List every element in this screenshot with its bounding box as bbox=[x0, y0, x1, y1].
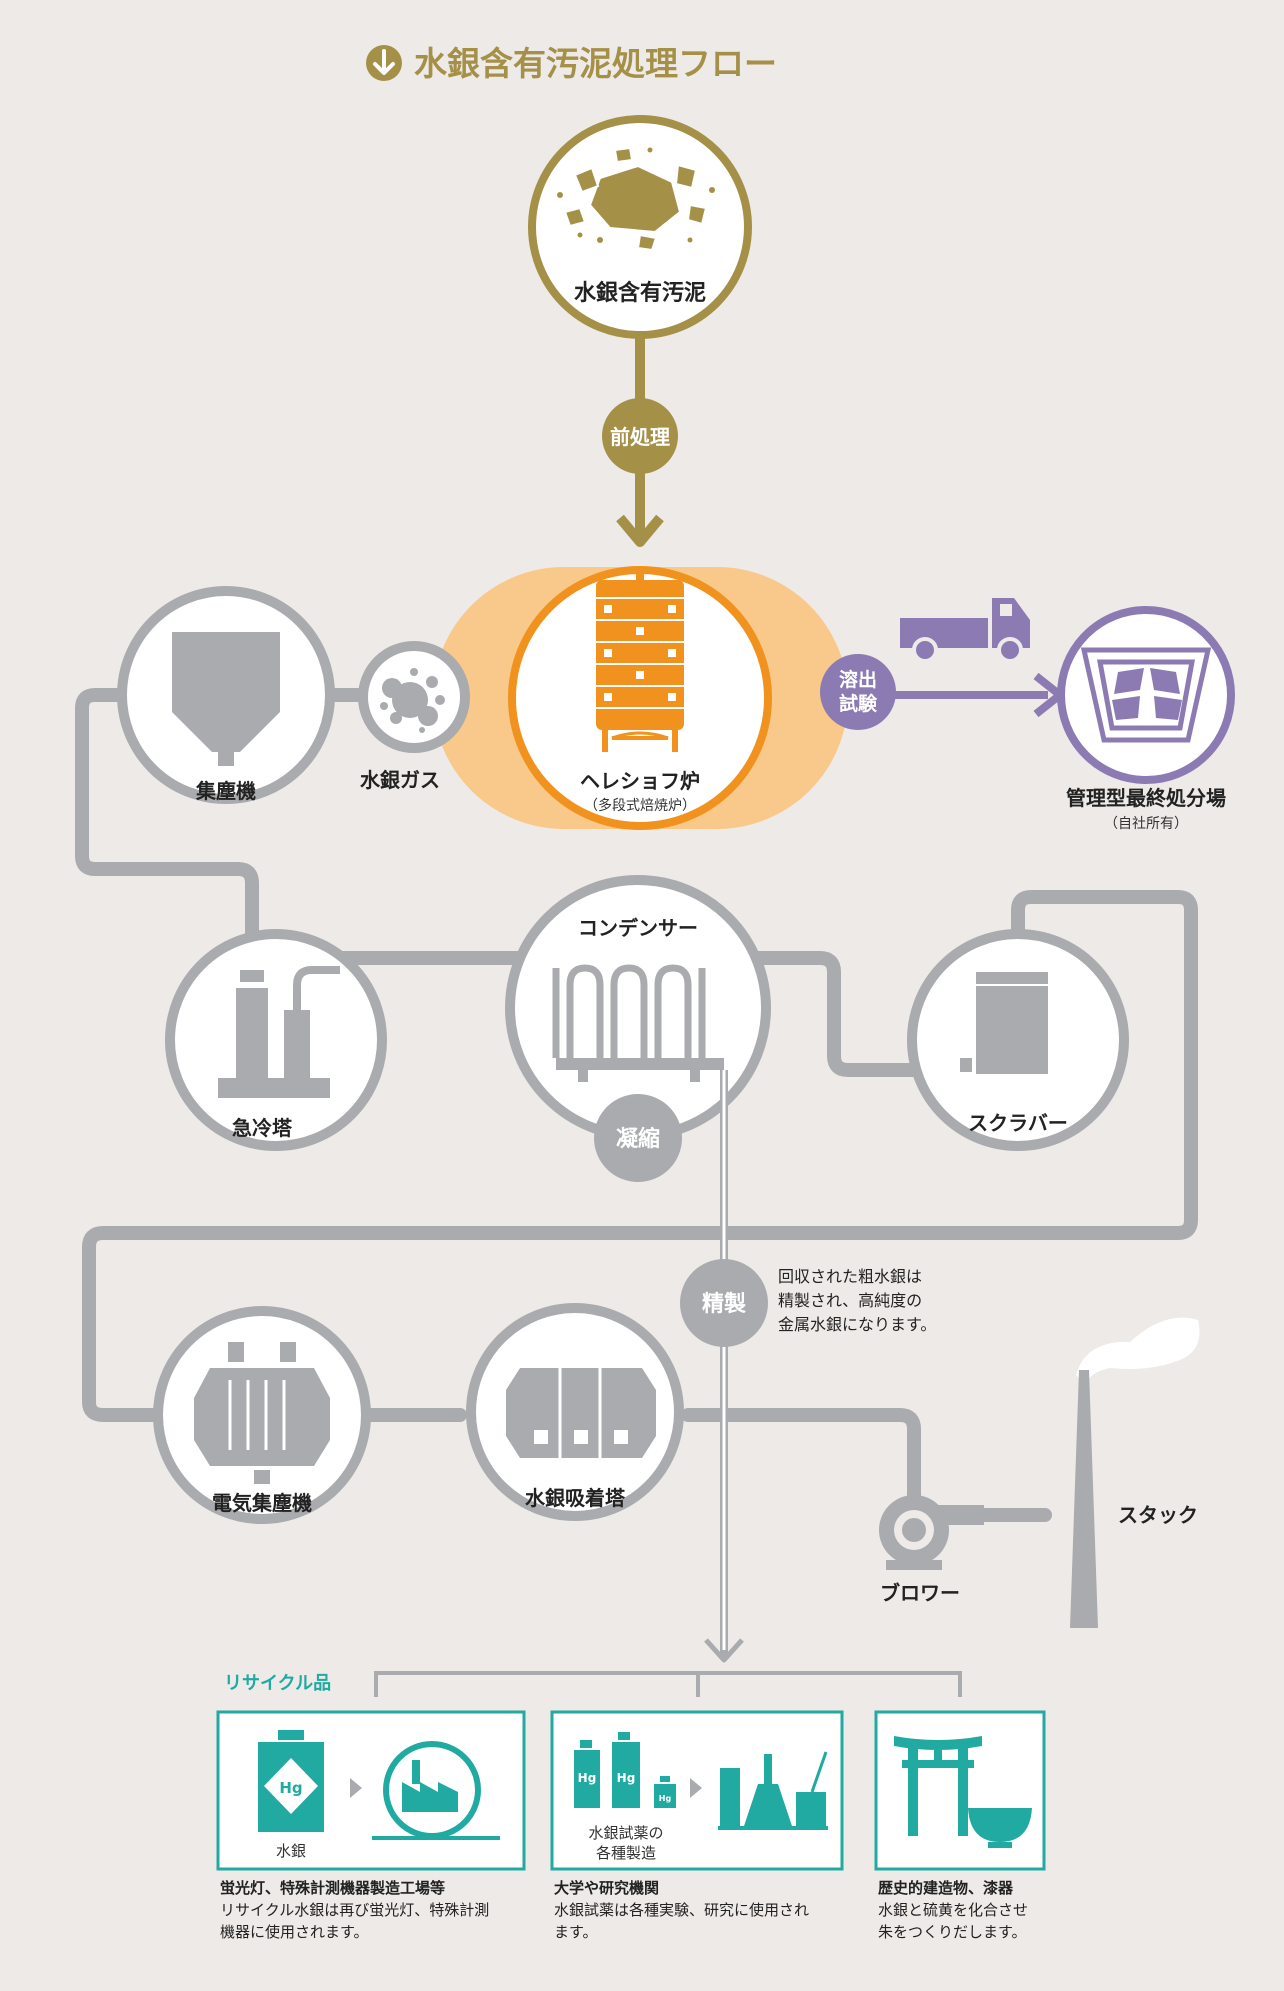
reagent-badge-1: Hg bbox=[578, 1771, 597, 1785]
mercury-badge: Hg bbox=[279, 1779, 302, 1797]
elution-label-line2: 試験 bbox=[839, 692, 878, 715]
mercury-gas-label: 水銀ガス bbox=[360, 768, 440, 792]
down-arrow-icon bbox=[704, 1638, 744, 1663]
refine-node: 精製 bbox=[680, 1259, 768, 1347]
condenser-label: コンデンサー bbox=[578, 916, 698, 940]
pretreatment-node: 前処理 bbox=[602, 398, 678, 474]
pretreatment-label: 前処理 bbox=[610, 425, 670, 449]
condense-node: 凝縮 bbox=[594, 1094, 682, 1182]
reagent-badge-3: Hg bbox=[659, 1794, 672, 1803]
sludge-label: 水銀含有汚泥 bbox=[574, 280, 706, 306]
reagent-bottles-icon bbox=[574, 1732, 676, 1808]
dust-collector-label: 集塵機 bbox=[195, 779, 256, 803]
furnace-node: ヘレショフ炉 （多段式焙焼炉） bbox=[433, 566, 848, 830]
landfill-sublabel: （自社所有） bbox=[1104, 816, 1188, 832]
recycle-box-craft bbox=[874, 1710, 1046, 1871]
mercury-gas-node: 水銀ガス bbox=[358, 641, 470, 792]
esp-label: 電気集塵機 bbox=[212, 1491, 312, 1515]
blower-label: ブロワー bbox=[880, 1581, 960, 1605]
page-title: 水銀含有汚泥処理フロー bbox=[414, 44, 777, 83]
adsorber-node: 水銀吸着塔 bbox=[466, 1303, 684, 1521]
recycle-bracket-lines bbox=[374, 1671, 962, 1697]
title-arrow-icon bbox=[366, 45, 402, 81]
scrubber-icon bbox=[960, 972, 1048, 1074]
mercury-bottle-icon bbox=[258, 1730, 324, 1832]
elution-test-node: 溶出 試験 bbox=[820, 654, 896, 730]
esp-node: 電気集塵機 bbox=[153, 1306, 371, 1524]
adsorber-label: 水銀吸着塔 bbox=[525, 1486, 626, 1510]
furnace-icon bbox=[596, 570, 684, 752]
flow-arrow-icon bbox=[350, 1778, 362, 1798]
mercury-label: 水銀 bbox=[276, 1842, 306, 1860]
stack-label: スタック bbox=[1118, 1503, 1198, 1527]
reagent-label-line1: 水銀試薬の bbox=[588, 1824, 663, 1842]
torii-gate-icon bbox=[894, 1736, 982, 1836]
recycle-desc-1: 蛍光灯、特殊計測機器製造工場等 リサイクル水銀は再び蛍光灯、特殊計測 機器に使用… bbox=[220, 1879, 490, 1941]
refine-note: 回収された粗水銀は 精製され、高純度の 金属水銀になります。 bbox=[778, 1267, 937, 1334]
quench-tower-node: 急冷塔 bbox=[165, 929, 387, 1151]
adsorber-icon bbox=[506, 1368, 656, 1458]
landfill-label: 管理型最終処分場 bbox=[1066, 786, 1226, 810]
truck-icon bbox=[900, 598, 1030, 663]
recycle-box-reagent: Hg Hg Hg 水銀試薬の 各種製造 bbox=[550, 1710, 844, 1871]
factory-icon bbox=[372, 1741, 500, 1840]
refine-label: 精製 bbox=[702, 1291, 746, 1317]
recycle-box-mercury: Hg 水銀 bbox=[216, 1710, 526, 1871]
elution-label-line1: 溶出 bbox=[839, 668, 877, 691]
esp-icon bbox=[194, 1342, 330, 1484]
lab-equipment-icon bbox=[718, 1751, 828, 1830]
sludge-node: 水銀含有汚泥 bbox=[528, 115, 752, 339]
recovery-pipe bbox=[704, 1070, 744, 1663]
scrubber-node: スクラバー bbox=[907, 929, 1129, 1151]
recycle-heading: リサイクル品 bbox=[224, 1673, 331, 1694]
reagent-badge-2: Hg bbox=[617, 1771, 636, 1785]
sludge-rock-icon bbox=[563, 146, 708, 252]
quench-tower-icon bbox=[218, 970, 330, 1098]
condenser-node: コンデンサー bbox=[505, 875, 771, 1141]
dust-collector-icon bbox=[172, 632, 280, 766]
chimney-icon bbox=[1070, 1370, 1098, 1628]
quench-tower-label: 急冷塔 bbox=[232, 1116, 293, 1140]
stack-node: スタック bbox=[1070, 1317, 1200, 1628]
condenser-icon bbox=[552, 964, 706, 1058]
condense-label: 凝縮 bbox=[616, 1126, 660, 1152]
smoke-icon bbox=[1076, 1317, 1200, 1385]
gas-bubble-icon bbox=[380, 668, 445, 733]
recycle-desc-3: 歴史的建造物、漆器 水銀と硫黄を化合させ 朱をつくりだします。 bbox=[878, 1879, 1029, 1941]
flow-arrow-icon bbox=[690, 1778, 702, 1798]
scrubber-label: スクラバー bbox=[968, 1111, 1068, 1135]
blower-node: ブロワー bbox=[879, 1495, 984, 1605]
recycle-desc-2: 大学や研究機関 水銀試薬は各種実験、研究に使用され ます。 bbox=[554, 1879, 810, 1941]
dust-collector-node: 集塵機 bbox=[117, 586, 335, 804]
furnace-sublabel: （多段式焙焼炉） bbox=[584, 797, 696, 814]
reagent-label-line2: 各種製造 bbox=[596, 1844, 656, 1862]
landfill-icon bbox=[1080, 647, 1212, 743]
furnace-label: ヘレショフ炉 bbox=[580, 769, 700, 793]
lacquer-bowl-icon bbox=[968, 1808, 1032, 1848]
landfill-node: 管理型最終処分場 （自社所有） bbox=[1057, 606, 1235, 832]
